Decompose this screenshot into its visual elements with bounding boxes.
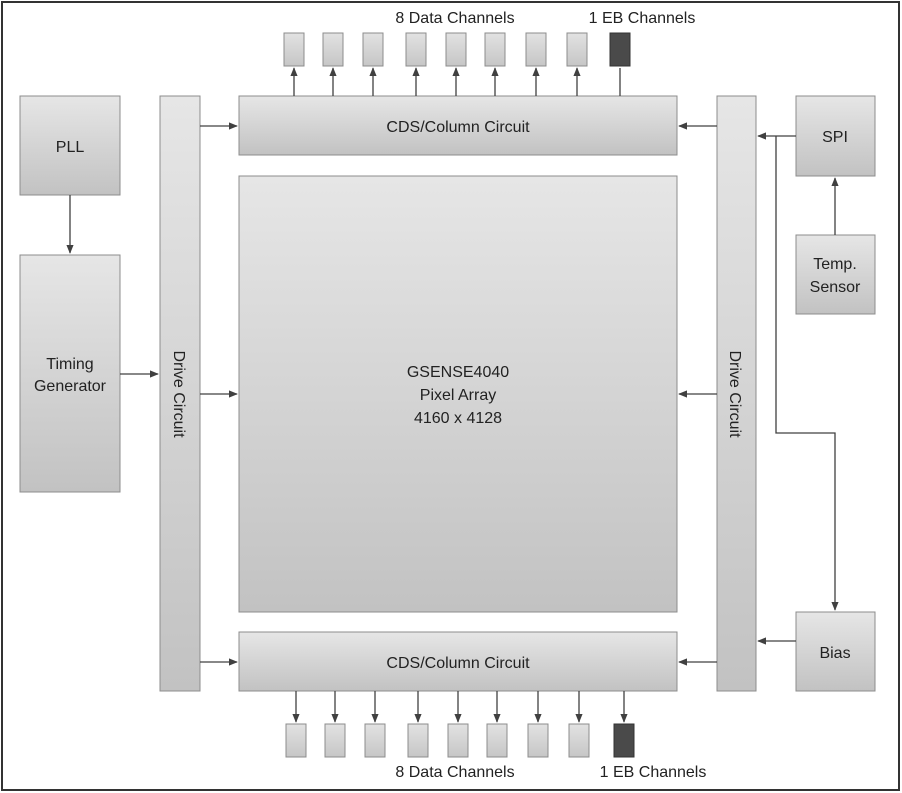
pixel-array-label-3: 4160 x 4128: [414, 410, 502, 427]
bottom-data-channel-pin: [324, 723, 346, 758]
spi-label: SPI: [822, 129, 848, 146]
drive-circuit-right-block: [716, 95, 757, 692]
cds-column-circuit-top-block: [238, 95, 678, 156]
bottom-eb-channel-pin: [613, 723, 635, 758]
line-spi-bus-down: [775, 136, 839, 611]
top-data-channel-pin: [405, 32, 427, 67]
temp-sensor-block: [795, 234, 876, 315]
bottom-data-channel-pin: [568, 723, 590, 758]
channel-pins: [283, 32, 635, 758]
top-eb-channel-pin: [609, 32, 631, 67]
bottom-data-channel-pin: [285, 723, 307, 758]
cds-column-circuit-top-label: CDS/Column Circuit: [386, 119, 530, 136]
pixel-array-label-1: GSENSE4040: [407, 364, 509, 381]
top-data-channel-pin: [362, 32, 384, 67]
top-data-channel-pin: [566, 32, 588, 67]
bottom-eb-channels-label: 1 EB Channels: [600, 764, 707, 781]
timing-generator-block: [19, 254, 121, 493]
bias-block: [795, 611, 876, 692]
drive-circuit-right-label: Drive Circuit: [726, 350, 743, 438]
bottom-data-channel-pin: [527, 723, 549, 758]
pll-block: [19, 95, 121, 196]
drive-circuit-left-label: Drive Circuit: [170, 350, 187, 438]
drive-circuit-left-block: [159, 95, 201, 692]
top-eb-channels-label: 1 EB Channels: [589, 10, 696, 27]
pll-label: PLL: [56, 139, 85, 156]
temp-sensor-label-2: Sensor: [810, 279, 861, 296]
pixel-array-block: [238, 175, 678, 613]
pixel-array-label-2: Pixel Array: [420, 387, 496, 404]
top-data-channel-pin: [525, 32, 547, 67]
bias-label: Bias: [819, 645, 850, 662]
bottom-data-channels-label: 8 Data Channels: [395, 764, 514, 781]
top-data-channel-pin: [484, 32, 506, 67]
timing-generator-label-1: Timing: [46, 356, 93, 373]
top-data-channel-pin: [445, 32, 467, 67]
top-data-channels-label: 8 Data Channels: [395, 10, 514, 27]
bottom-data-channel-pin: [447, 723, 469, 758]
bottom-data-channel-pin: [486, 723, 508, 758]
temp-sensor-label-1: Temp.: [813, 256, 857, 273]
top-data-channel-pin: [322, 32, 344, 67]
bottom-data-channel-pin: [407, 723, 429, 758]
cds-column-circuit-bottom-label: CDS/Column Circuit: [386, 655, 530, 672]
top-data-channel-pin: [283, 32, 305, 67]
timing-generator-label-2: Generator: [34, 378, 107, 395]
bottom-data-channel-pin: [364, 723, 386, 758]
